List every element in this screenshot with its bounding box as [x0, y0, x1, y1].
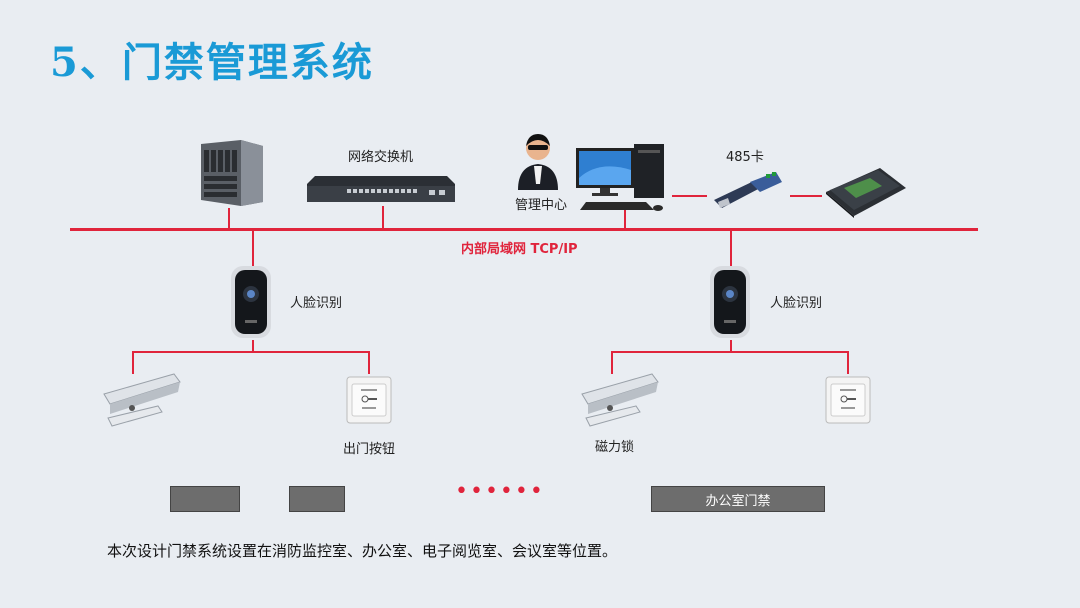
exit-button-icon [825, 376, 871, 424]
link-line-pc-485 [672, 195, 707, 197]
card485-label: 485卡 [726, 150, 764, 165]
page-title: 5、门禁管理系统 [50, 39, 374, 86]
network-backbone-line [70, 228, 978, 231]
drop-server [228, 208, 230, 229]
branch-line-right [611, 351, 849, 353]
drop-exit-left [368, 352, 370, 374]
mgmt-center-label: 管理中心 [515, 198, 568, 213]
link-line-485-reader [790, 195, 822, 197]
face-terminal-icon [231, 266, 271, 338]
network-label: 内部局域网 TCP/IP [461, 242, 578, 257]
drop-exit-right [847, 352, 849, 374]
magnetic-lock-icon [581, 373, 659, 427]
office-door-bar: 办公室门禁 [651, 486, 825, 512]
branch-line-left [132, 351, 370, 353]
drop-computer [624, 210, 626, 229]
exit-button-icon [346, 376, 392, 424]
continuation-dots: •••••• [455, 479, 545, 504]
magnetic-lock-icon [103, 373, 181, 427]
card-reader-icon [826, 168, 906, 218]
operator-icon [518, 134, 558, 190]
mag-lock-label: 磁力锁 [595, 440, 635, 455]
drop-face-left [252, 230, 254, 266]
drop-face-right [730, 230, 732, 266]
door-bar-left-2 [289, 486, 345, 512]
switch-icon [307, 176, 455, 202]
face-terminal-icon [710, 266, 750, 338]
drop-lock-right [611, 352, 613, 374]
drop-face-right-bus [730, 340, 732, 352]
drop-switch [382, 206, 384, 229]
door-bar-left-1 [170, 486, 240, 512]
server-icon [201, 140, 263, 206]
drop-lock-left [132, 352, 134, 374]
switch-label: 网络交换机 [348, 150, 414, 165]
footnote: 本次设计门禁系统设置在消防监控室、办公室、电子阅览室、会议室等位置。 [107, 542, 618, 560]
drop-face-left-bus [252, 340, 254, 352]
face-left-label: 人脸识别 [290, 296, 343, 311]
computer-icon [576, 144, 664, 211]
face-right-label: 人脸识别 [770, 296, 823, 311]
exit-button-label: 出门按钮 [343, 442, 396, 457]
converter-icon [714, 172, 782, 208]
